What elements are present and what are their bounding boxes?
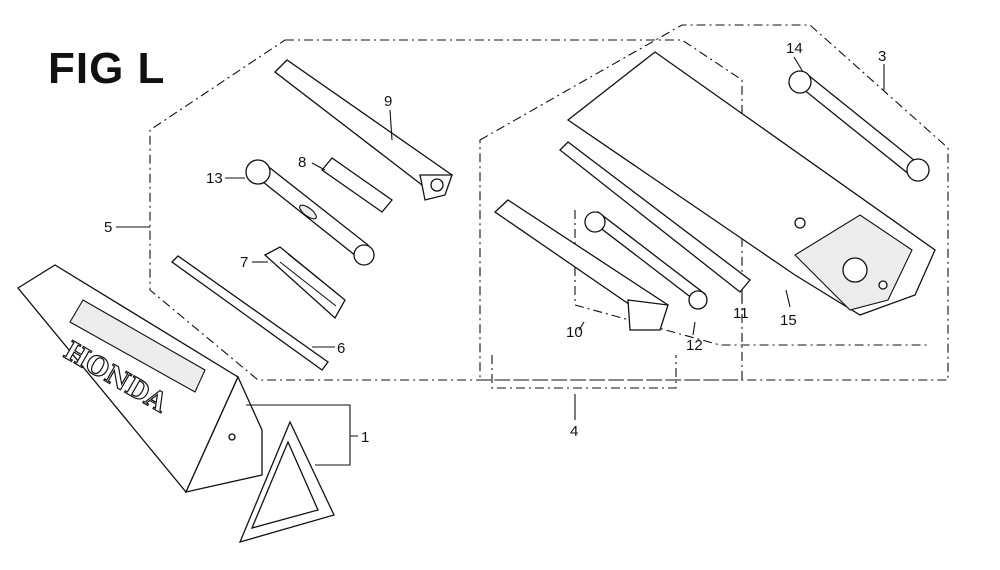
tool-case: HONDA [17,264,263,494]
box-spanner-10 [493,199,670,331]
group-4-inner-boundary [574,210,930,346]
open-wrench-12 [584,211,708,310]
callout-5: 5 [104,219,112,236]
callout-10: 10 [566,324,583,341]
tool-bag-15 [566,51,936,316]
leader-lines [116,56,885,466]
case-rivet [228,433,236,441]
callout-7: 7 [240,254,248,271]
callout-4: 4 [570,423,578,440]
handle-rod-11 [559,141,751,293]
callout-1: 1 [361,429,369,446]
callout-3: 3 [878,48,886,65]
group-3-boundary [479,24,949,381]
callout-14: 14 [786,40,803,57]
screwdriver-shaft-6 [170,255,329,371]
open-wrench-13 [245,159,375,266]
screwdriver-handle-7 [263,246,346,320]
callout-6: 6 [337,340,345,357]
figure-title: FIG L [48,44,166,93]
group-5-boundary [149,39,743,381]
group-4-boundary [491,355,677,389]
callout-8: 8 [298,154,306,171]
callout-13: 13 [206,170,223,187]
callout-12: 12 [686,337,703,354]
box-spanner-9 [274,59,453,201]
callout-9: 9 [384,93,392,110]
case-end-cap [238,420,335,543]
callout-15: 15 [780,312,797,329]
callout-11: 11 [733,305,749,322]
screwdriver-bit-8 [321,157,393,213]
open-wrench-14 [788,70,930,182]
